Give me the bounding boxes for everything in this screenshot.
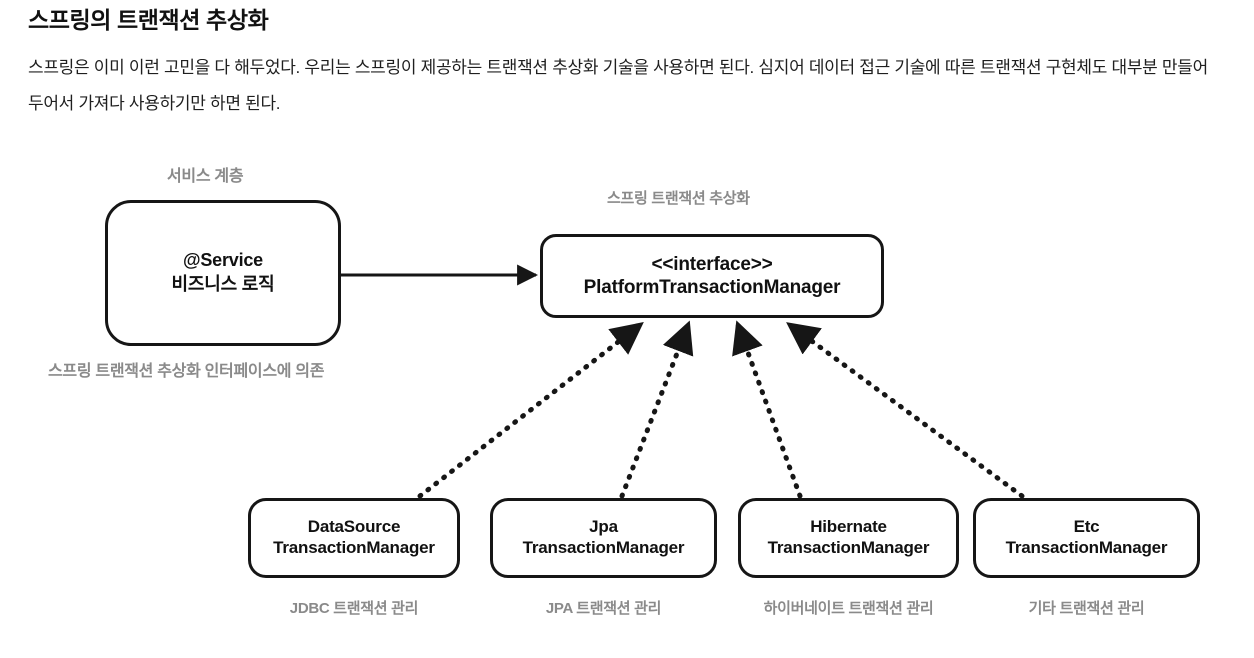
article-paragraph: 스프링은 이미 이런 고민을 다 해두었다. 우리는 스프링이 제공하는 트랜잭…	[28, 57, 1208, 113]
node-etc-line2: TransactionManager	[1005, 538, 1168, 557]
node-hibernate-line2: TransactionManager	[767, 538, 930, 557]
article-body: 스프링의 트랜잭션 추상화 스프링은 이미 이런 고민을 다 해두었다. 우리는…	[28, 6, 1238, 122]
edge-etc-to-ptm	[786, 322, 1025, 499]
node-jpa-line1: Jpa	[589, 517, 618, 537]
node-service-line1: @Service	[182, 250, 263, 271]
node-datasource-transaction-manager: DataSource TransactionManager	[248, 498, 460, 578]
node-service-line2: 비즈니스 로직	[171, 274, 275, 294]
node-hibernate-line1: Hibernate	[810, 517, 887, 537]
node-datasource-line1: DataSource	[307, 517, 401, 537]
node-datasource-line2: TransactionManager	[273, 538, 435, 557]
node-platform-transaction-manager: <<interface>> PlatformTransactionManager	[540, 234, 884, 318]
node-ptm-stereotype: <<interface>>	[651, 253, 773, 275]
node-service: @Service 비즈니스 로직	[105, 200, 341, 346]
page-title: 스프링의 트랜잭션 추상화	[28, 7, 269, 33]
caption-depends-on-interface: 스프링 트랜잭션 추상화 인터페이스에 의존	[48, 363, 325, 380]
edge-hibernate-to-ptm	[732, 320, 803, 499]
edge-datasource-to-ptm	[417, 322, 644, 499]
node-hibernate-transaction-manager: Hibernate TransactionManager	[738, 498, 959, 578]
node-jpa-transaction-manager: Jpa TransactionManager	[490, 498, 717, 578]
caption-service-layer: 서비스 계층	[167, 168, 244, 185]
caption-etc-transaction-management: 기타 트랜잭션 관리	[1028, 600, 1145, 617]
caption-jdbc-transaction-management: JDBC 트랜잭션 관리	[289, 600, 419, 617]
node-ptm-name: PlatformTransactionManager	[583, 277, 841, 298]
caption-jpa-transaction-management: JPA 트랜잭션 관리	[545, 600, 662, 617]
node-etc-transaction-manager: Etc TransactionManager	[973, 498, 1200, 578]
caption-hibernate-transaction-management: 하이버네이트 트랜잭션 관리	[763, 600, 934, 617]
node-jpa-line2: TransactionManager	[522, 538, 685, 557]
node-etc-line1: Etc	[1073, 517, 1100, 537]
edge-jpa-to-ptm	[619, 320, 694, 499]
caption-spring-abstraction: 스프링 트랜잭션 추상화	[607, 190, 750, 207]
